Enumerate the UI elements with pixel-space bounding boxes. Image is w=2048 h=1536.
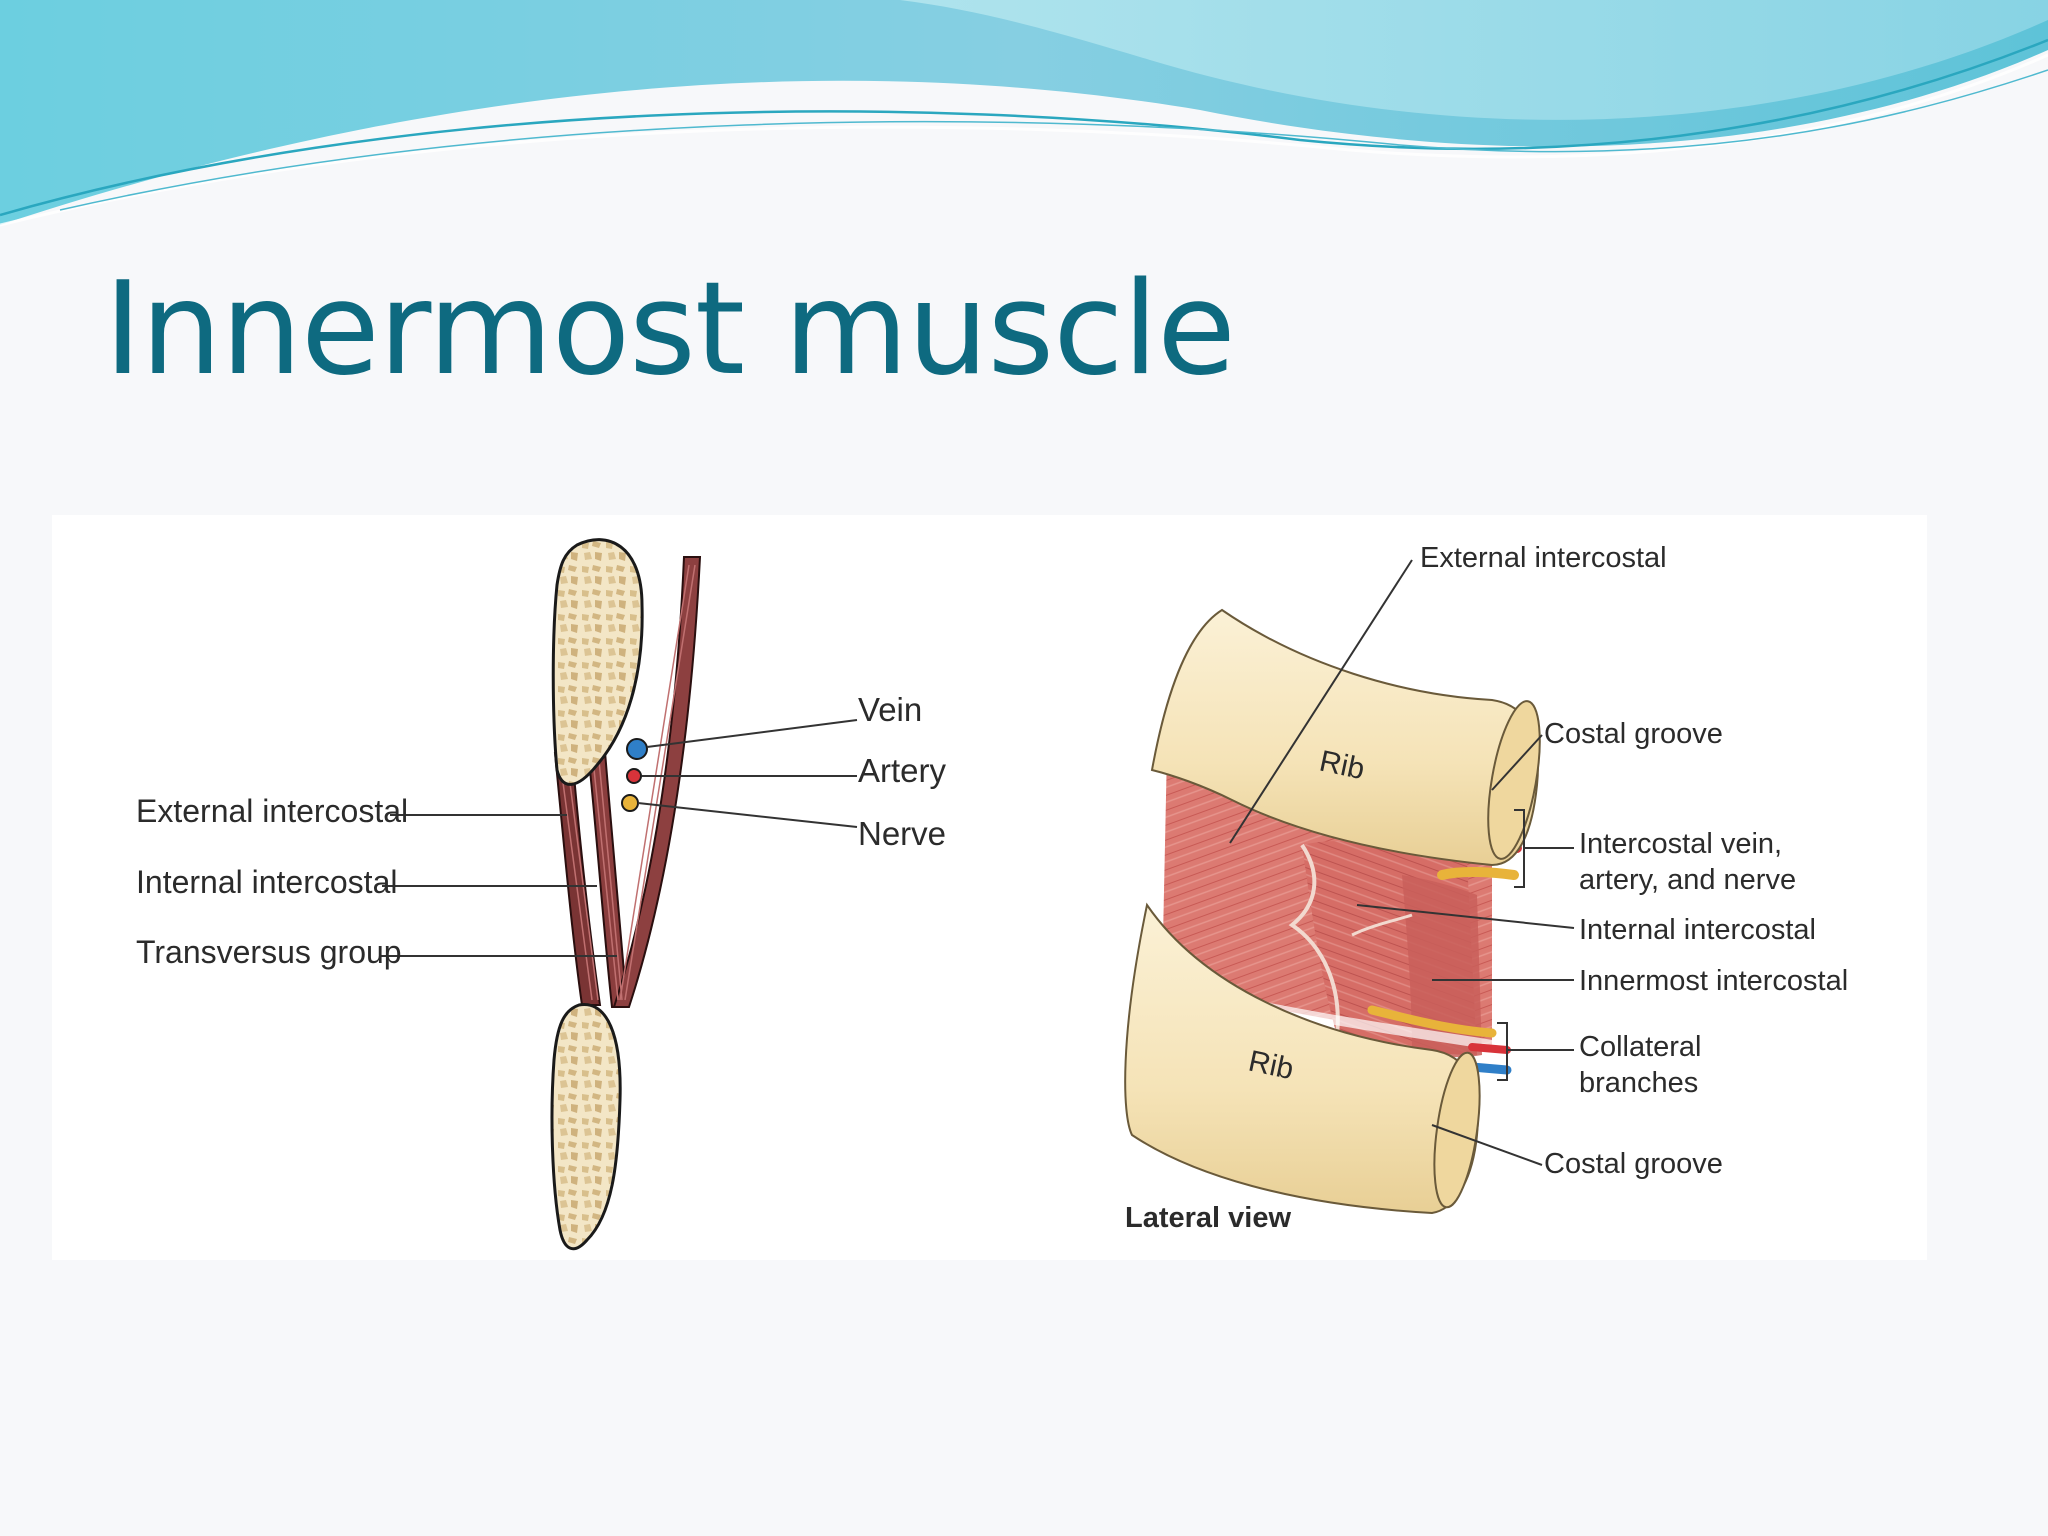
transversus-group-label: Transversus group bbox=[136, 934, 402, 970]
external-intercostal-label-right: External intercostal bbox=[1420, 542, 1667, 574]
rib-top bbox=[1150, 608, 1539, 867]
anatomy-figure-panel: Vein Artery Nerve External intercostal I… bbox=[52, 515, 1927, 1260]
external-intercostal-label: External intercostal bbox=[136, 793, 408, 829]
artery-dot bbox=[626, 768, 642, 784]
nerve-label: Nerve bbox=[858, 815, 946, 852]
collateral-branches-label-line1: Collateral bbox=[1579, 1031, 1702, 1063]
cross-section-diagram: Vein Artery Nerve External intercostal I… bbox=[136, 538, 947, 1251]
innermost-intercostal-muscle-sheet bbox=[1402, 875, 1482, 1058]
internal-intercostal-label: Internal intercostal bbox=[136, 864, 397, 900]
upper-rib-section bbox=[551, 538, 644, 786]
lateral-view-diagram: Rib Rib External intercostal Costal groo… bbox=[1124, 542, 1848, 1234]
costal-groove-top-label: Costal groove bbox=[1544, 718, 1723, 750]
anatomy-figure: Vein Artery Nerve External intercostal I… bbox=[136, 538, 1848, 1251]
lower-rib-section bbox=[550, 1003, 622, 1251]
artery-label: Artery bbox=[858, 752, 947, 789]
lateral-view-caption: Lateral view bbox=[1125, 1202, 1291, 1234]
rib-top-cross-section bbox=[1487, 700, 1541, 860]
nerve-dot bbox=[621, 794, 639, 812]
vein-dot bbox=[626, 738, 648, 760]
intercostal-vessels-label-line1: Intercostal vein, bbox=[1579, 828, 1782, 860]
costal-groove-bottom-label: Costal groove bbox=[1544, 1148, 1723, 1180]
innermost-intercostal-label: Innermost intercostal bbox=[1579, 965, 1848, 997]
collateral-branches-label-line2: branches bbox=[1579, 1067, 1698, 1099]
internal-intercostal-label-right: Internal intercostal bbox=[1579, 914, 1816, 946]
slide-title: Innermost muscle bbox=[104, 255, 1236, 404]
header-wave-decoration bbox=[0, 0, 2048, 227]
intercostal-vessels-label-line2: artery, and nerve bbox=[1579, 864, 1796, 896]
vein-label: Vein bbox=[858, 691, 922, 728]
